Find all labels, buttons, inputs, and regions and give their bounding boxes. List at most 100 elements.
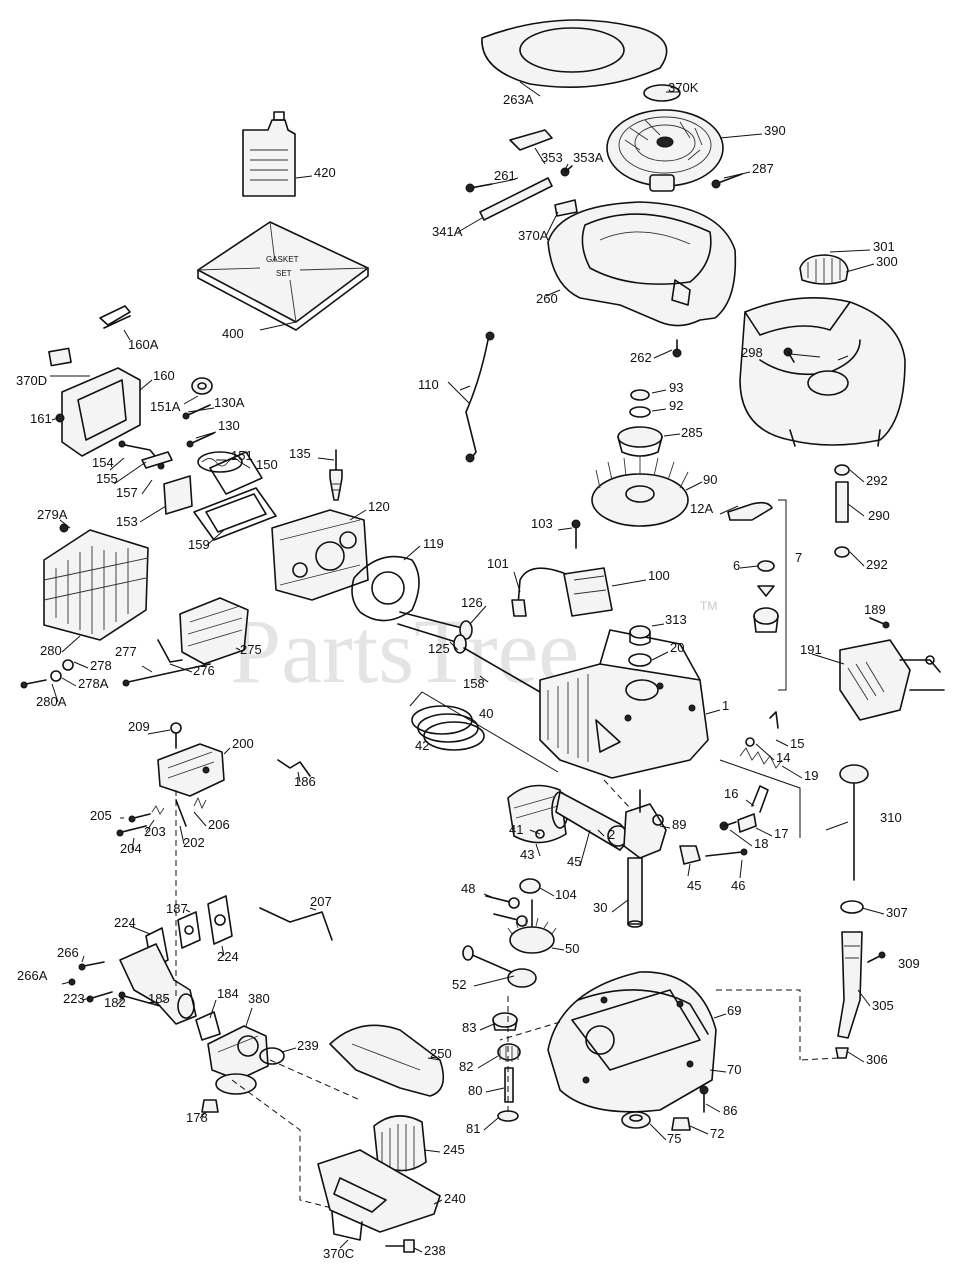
part-label-309: 309 [898, 956, 920, 971]
nut-93 [630, 389, 650, 401]
part-label-184: 184 [217, 986, 239, 1001]
screw-189 [869, 617, 890, 629]
gasket-set-400: GASKET SET [197, 221, 369, 331]
part-label-41: 41 [509, 822, 523, 837]
part-label-400: 400 [222, 326, 244, 341]
washer-92 [629, 406, 651, 418]
part-label-110: 110 [418, 377, 439, 392]
spring-19 [739, 747, 783, 769]
part-label-370c: 370C [323, 1246, 354, 1261]
sump-frame [499, 989, 801, 1060]
gasket-187 [177, 911, 201, 949]
part-label-263a: 263A [503, 92, 534, 107]
part-label-126: 126 [461, 595, 483, 610]
bracket-7 [778, 499, 787, 691]
stud-277 [122, 663, 211, 687]
dipstick-310 [839, 764, 869, 881]
part-label-155: 155 [96, 471, 118, 486]
part-label-202: 202 [183, 835, 205, 850]
part-label-280a: 280A [36, 694, 67, 709]
part-label-83: 83 [462, 1020, 476, 1035]
governor-16 [751, 785, 769, 813]
clip-43 [535, 829, 545, 839]
part-label-20: 20 [670, 640, 684, 655]
part-label-89: 89 [672, 817, 686, 832]
part-label-310: 310 [880, 810, 902, 825]
pushrod-158 [463, 647, 541, 693]
ground-wire-110 [465, 331, 495, 463]
part-label-43: 43 [520, 847, 534, 862]
gasket-239 [259, 1047, 285, 1065]
part-label-185: 185 [148, 991, 170, 1006]
valve-cover-160 [61, 367, 141, 457]
spring-206 [193, 796, 207, 810]
rod-186 [277, 759, 311, 777]
part-label-266: 266 [57, 945, 79, 960]
screw-204 [116, 825, 147, 837]
bowl-nut-178 [201, 1099, 219, 1113]
screw-262 [672, 339, 682, 358]
part-label-48: 48 [461, 881, 475, 896]
part-label-189: 189 [864, 602, 886, 617]
part-label-46: 46 [731, 878, 745, 893]
part-label-90: 90 [703, 472, 717, 487]
part-label-209: 209 [128, 719, 150, 734]
control-bracket-191 [839, 639, 945, 721]
part-label-301: 301 [873, 239, 895, 254]
part-label-239: 239 [297, 1038, 319, 1053]
decal-370k [643, 84, 681, 102]
carb-dash-lines [175, 790, 361, 1211]
part-label-240: 240 [444, 1191, 466, 1206]
part-label-206: 206 [208, 817, 230, 832]
part-label-19: 19 [804, 768, 818, 783]
gasket-set-label-line1: GASKET [266, 255, 299, 264]
key-89 [652, 814, 664, 826]
washer-81 [497, 1110, 519, 1122]
part-label-353a: 353A [573, 150, 604, 165]
part-label-380: 380 [248, 991, 270, 1006]
part-label-81: 81 [466, 1121, 480, 1136]
link-202 [175, 799, 187, 827]
part-label-45: 45 [687, 878, 701, 893]
part-label-153: 153 [116, 514, 138, 529]
screw-287 [711, 173, 743, 189]
screw-309 [867, 951, 886, 963]
shaft-52 [462, 945, 537, 988]
screw-238 [385, 1239, 415, 1253]
part-label-298: 298 [741, 345, 763, 360]
part-label-52: 52 [452, 977, 466, 992]
part-label-186: 186 [294, 774, 316, 789]
screw-209 [170, 722, 182, 749]
gasket-224 [207, 895, 233, 945]
bracket-353 [509, 129, 553, 151]
rewind-starter-390 [606, 109, 724, 192]
sump-70 [547, 971, 717, 1113]
part-label-341a: 341A [432, 224, 463, 239]
shroud-280 [43, 529, 149, 641]
part-label-104: 104 [555, 887, 577, 902]
cylinder-head-120 [271, 509, 369, 601]
part-label-250: 250 [430, 1046, 452, 1061]
tube-305 [837, 931, 863, 1039]
part-label-277: 277 [115, 644, 137, 659]
part-label-278a: 278A [78, 676, 109, 691]
seal-313 [629, 625, 651, 646]
part-label-150: 150 [256, 457, 278, 472]
fuel-tank-300 [739, 296, 906, 447]
throttle-link-207 [259, 907, 333, 941]
spark-plug-135 [329, 449, 343, 501]
part-label-40: 40 [479, 706, 493, 721]
part-label-30: 30 [593, 900, 607, 915]
part-label-285: 285 [681, 425, 703, 440]
flywheel-90 [591, 456, 689, 527]
gasket-184 [195, 1011, 221, 1041]
part-label-130: 130 [218, 418, 240, 433]
part-label-7: 7 [795, 550, 802, 565]
part-label-279a: 279A [37, 507, 68, 522]
part-label-390: 390 [764, 123, 786, 138]
part-label-266a: 266A [17, 968, 48, 983]
part-label-160a: 160A [128, 337, 159, 352]
part-label-120: 120 [368, 499, 390, 514]
governor-bracket-200 [157, 743, 225, 797]
breather-15 [769, 711, 779, 729]
